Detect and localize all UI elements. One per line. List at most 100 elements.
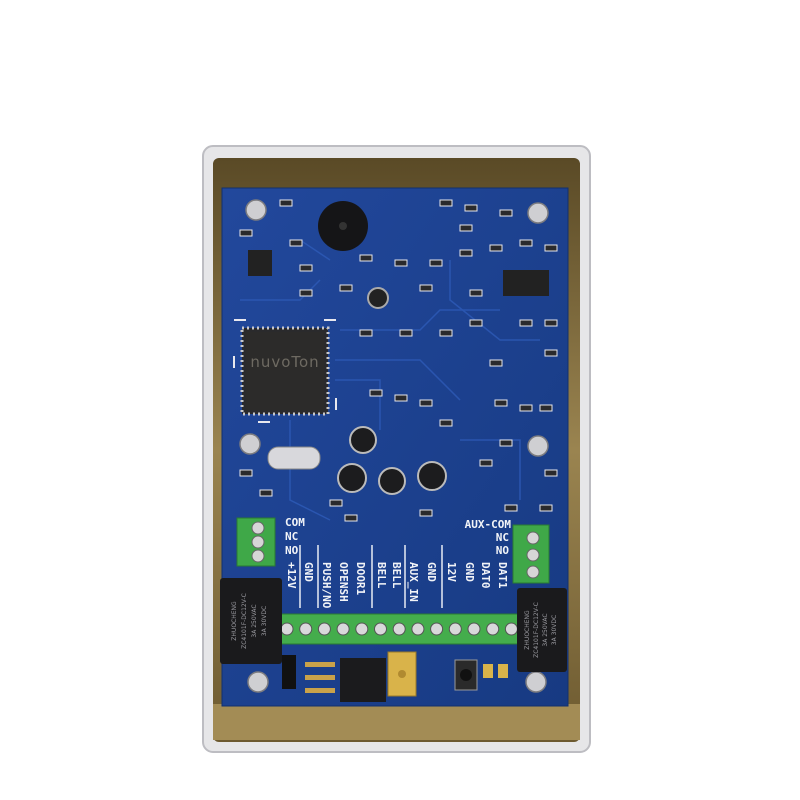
terminal-label: PUSH/NO xyxy=(320,562,333,609)
main-terminal-screws xyxy=(280,622,518,636)
smd-component xyxy=(439,329,453,337)
terminal-label: DAT1 xyxy=(496,562,509,589)
smd-component xyxy=(289,239,303,247)
terminal-screw xyxy=(411,622,425,636)
capacitor xyxy=(349,426,377,454)
button-cap[interactable] xyxy=(460,669,472,681)
smd-component xyxy=(489,244,503,252)
terminal-screw xyxy=(374,622,387,636)
smd-component xyxy=(459,224,473,232)
relay-brand: ZHUOCHENG xyxy=(524,610,531,650)
smd-component xyxy=(259,489,273,497)
terminal-screw xyxy=(486,622,500,636)
smd-component xyxy=(419,399,433,407)
terminal-screw xyxy=(392,622,406,636)
capacitors xyxy=(337,287,447,495)
terminal-label: 12V xyxy=(445,562,458,582)
smd-component xyxy=(539,504,553,512)
screw-icon xyxy=(245,199,267,221)
smd-component xyxy=(299,264,313,272)
terminal-screw xyxy=(299,622,313,636)
jumper-header xyxy=(282,655,296,689)
smd-pad xyxy=(483,664,493,678)
smd-component xyxy=(469,289,483,297)
relay-rating-dc: 3A 30VDC xyxy=(551,615,558,645)
smd-component xyxy=(439,419,453,427)
relay-rating-dc: 3A 30VDC xyxy=(261,606,268,636)
relay-brand: ZHUOCHENG xyxy=(231,601,238,641)
terminal-screw xyxy=(251,549,265,563)
smd-component xyxy=(499,209,513,217)
smd-component xyxy=(519,404,533,412)
smd-component xyxy=(469,319,483,327)
screw-icon xyxy=(525,671,547,693)
terminal-screw xyxy=(336,622,350,636)
smd-component xyxy=(359,254,373,262)
terminal-label: DAT0 xyxy=(479,562,492,589)
smd-component xyxy=(464,204,478,212)
smd-component xyxy=(539,404,553,412)
smd-component xyxy=(429,259,443,267)
label-nc: NC xyxy=(285,530,298,543)
capacitor xyxy=(367,287,389,309)
terminal-label: GND xyxy=(463,562,476,582)
smd-component xyxy=(544,469,558,477)
smd-component xyxy=(419,284,433,292)
label-aux-com: AUX-COM xyxy=(465,518,512,531)
right-terminal-screws xyxy=(526,531,540,579)
smd-component xyxy=(519,319,533,327)
terminal-label: +12V xyxy=(285,562,298,589)
smd-component xyxy=(344,514,358,522)
label-aux-nc: NC xyxy=(496,531,509,544)
smd-component xyxy=(494,399,508,407)
smd-component xyxy=(419,509,433,517)
smd-pad xyxy=(498,664,508,678)
terminal-screw xyxy=(448,622,462,636)
enclosure-bottom-lip xyxy=(213,704,580,740)
terminal-screw xyxy=(467,622,481,636)
terminal-label: GND xyxy=(302,562,315,582)
terminal-screw xyxy=(504,622,518,636)
screw-icon xyxy=(527,202,549,224)
smd-component xyxy=(239,229,253,237)
label-com: COM xyxy=(285,516,305,529)
terminal-screw xyxy=(526,565,540,579)
screw-icon xyxy=(247,671,269,693)
smd-component xyxy=(394,259,408,267)
capacitor xyxy=(337,463,367,493)
terminal-screw xyxy=(251,521,265,535)
screw-icon xyxy=(239,433,261,455)
pin-header xyxy=(305,662,335,693)
smd-component xyxy=(359,329,373,337)
ic-chip xyxy=(503,270,549,296)
smd-component xyxy=(479,459,493,467)
terminal-screw xyxy=(355,622,369,636)
left-terminal-screws xyxy=(251,521,265,563)
smd-components xyxy=(239,199,558,522)
left-relay: ZHUOCHENG ZC4101F-DC12V-C 3A 250VAC 3A 3… xyxy=(220,578,282,664)
smd-component xyxy=(329,499,343,507)
smd-component xyxy=(544,349,558,357)
relay-rating-ac: 3A 250VAC xyxy=(542,613,549,646)
right-relay: ZHUOCHENG ZC4101F-DC12V-C 3A 250VAC 3A 3… xyxy=(517,588,567,672)
smd-component xyxy=(519,239,533,247)
relay-rating-ac: 3A 250VAC xyxy=(251,604,258,637)
terminal-label: OPENSH xyxy=(337,562,350,602)
smd-component xyxy=(339,284,353,292)
terminal-label: AUX_IN xyxy=(407,562,420,602)
smd-component xyxy=(299,289,313,297)
terminal-label: BELL xyxy=(390,562,403,589)
screws xyxy=(239,199,549,693)
terminal-screw xyxy=(317,622,331,636)
terminal-label: GND xyxy=(425,562,438,582)
smd-component xyxy=(279,199,293,207)
tab-hole xyxy=(398,670,406,678)
relay-model: ZC4101F-DC12V-C xyxy=(241,593,248,649)
microcontroller-chip: nuvoTon xyxy=(233,319,337,423)
smd-component xyxy=(489,359,503,367)
smd-component xyxy=(399,329,413,337)
capacitor xyxy=(417,461,447,491)
smd-component xyxy=(394,394,408,402)
